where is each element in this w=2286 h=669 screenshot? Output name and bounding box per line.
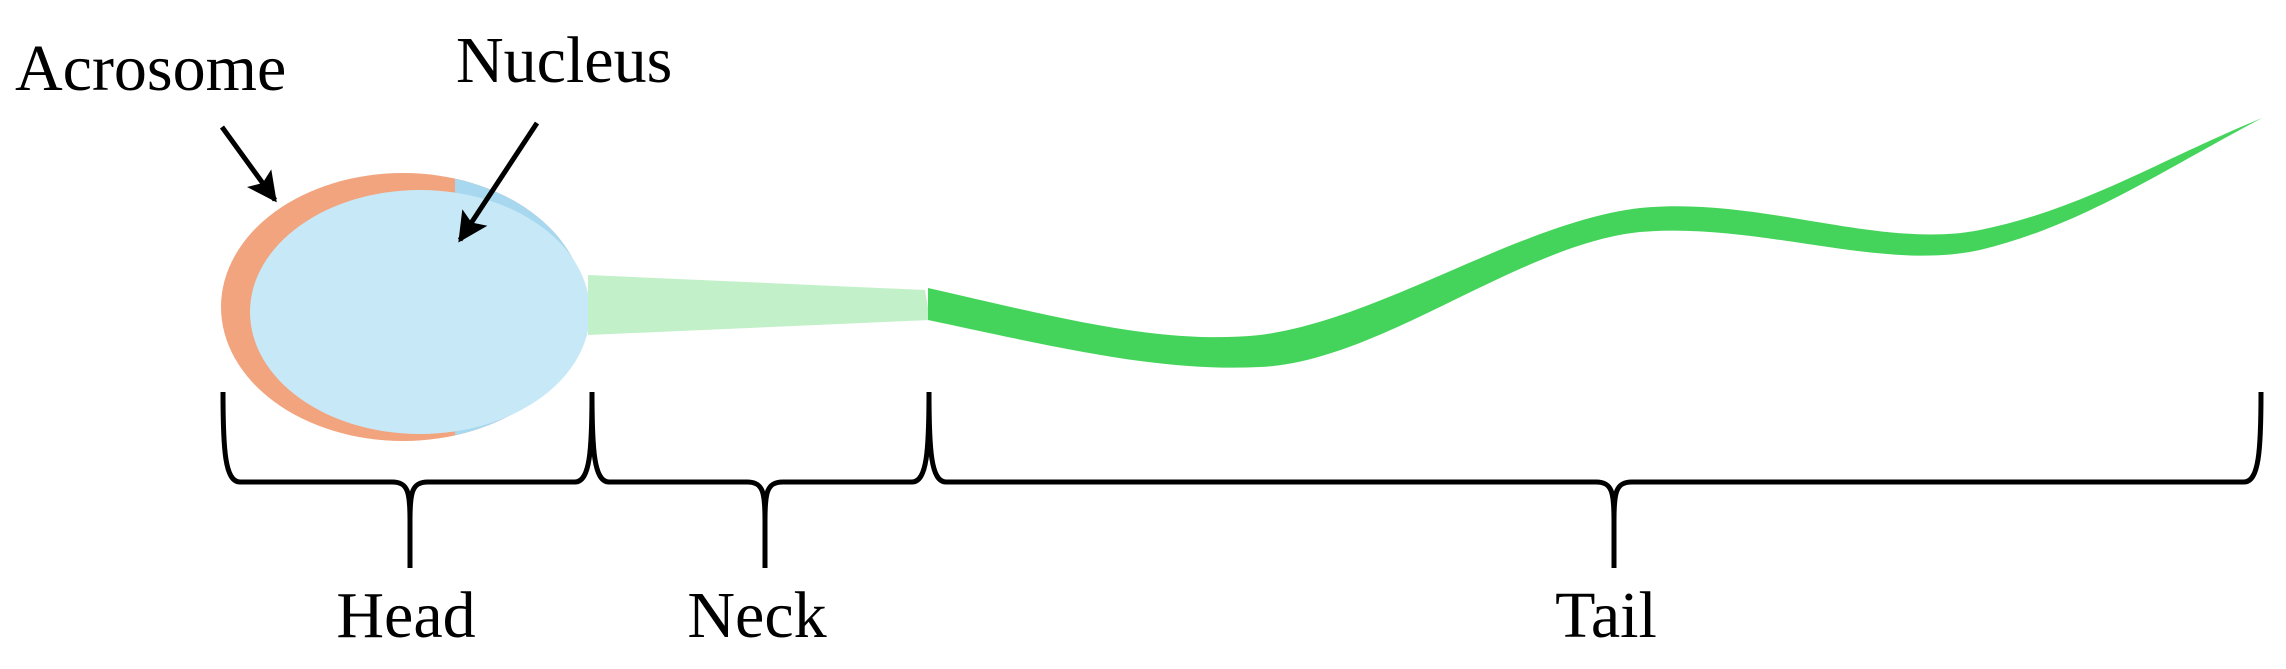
acrosome-pointer-arrow xyxy=(219,125,278,203)
nucleus-label: Nucleus xyxy=(456,24,672,97)
tail-label: Tail xyxy=(1555,579,1657,652)
nucleus-pointer-arrow xyxy=(457,121,540,243)
tail-shape xyxy=(928,118,2262,368)
head-label: Head xyxy=(336,579,475,652)
tail-brace xyxy=(926,391,2264,568)
sperm-head xyxy=(221,173,590,441)
neck-brace xyxy=(589,391,932,568)
nucleus-shape xyxy=(250,190,590,434)
neck-label: Neck xyxy=(687,579,826,652)
acrosome-label: Acrosome xyxy=(15,32,286,105)
neck-shape xyxy=(588,275,930,335)
